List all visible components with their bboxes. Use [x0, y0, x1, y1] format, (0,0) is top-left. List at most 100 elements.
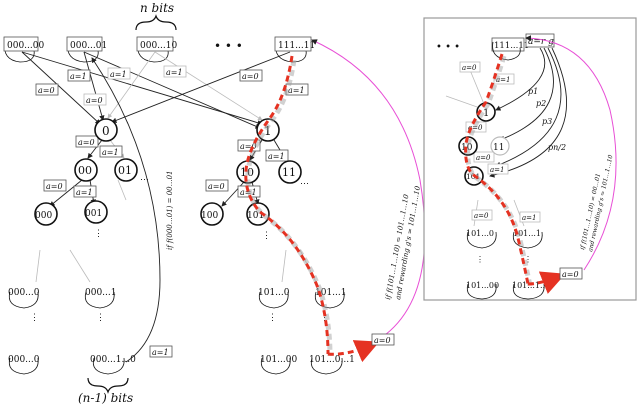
- edge-label-a1-4: a=1: [285, 83, 309, 96]
- lower-node-101-0: 101...0: [258, 288, 290, 309]
- svg-text:000...01: 000...01: [70, 41, 107, 51]
- edge-label-a1-7: a=1: [265, 149, 289, 162]
- top-node-000-01: 000...01: [66, 36, 107, 63]
- svg-text:000...1: 000...1: [85, 288, 117, 298]
- edge-label-a1-5: a=1: [99, 145, 123, 158]
- side-rotated-left: if f(000…01) = 00…01: [166, 170, 174, 250]
- svg-text:• • •: • • •: [436, 42, 460, 53]
- svg-text:111...11: 111...11: [278, 41, 315, 51]
- svg-text:a=1: a=1: [76, 188, 93, 197]
- top-node-000-00: 000...00: [3, 36, 44, 63]
- bottom-node-101-00: 101...00: [260, 355, 297, 375]
- svg-text:1: 1: [264, 124, 272, 138]
- tree-node-100: 100: [200, 202, 224, 226]
- n1-bits-brace: [87, 377, 129, 394]
- edge-label-a0-end: a=0: [371, 333, 395, 346]
- svg-text:⋯: ⋯: [140, 175, 149, 185]
- bottom-node-000-1-0: 000...1...0: [90, 355, 136, 375]
- tree-node-101: 101: [246, 202, 270, 226]
- n-bits-brace: [135, 14, 177, 31]
- svg-text:a=1: a=1: [522, 214, 537, 222]
- edge-label-a0-6: a=0: [237, 139, 261, 152]
- svg-text:⋮: ⋮: [96, 313, 105, 323]
- red-path-main: [244, 55, 330, 355]
- tree-node-01: 01: [114, 158, 138, 182]
- tree-node-001: 001: [84, 200, 108, 224]
- svg-text:101...0...1: 101...0...1: [309, 355, 355, 365]
- edge-label-a1-3: a=1: [163, 65, 187, 78]
- svg-text:a=0: a=0: [474, 212, 489, 220]
- svg-text:01: 01: [118, 164, 132, 177]
- svg-text:00: 00: [78, 164, 92, 177]
- tree-node-0: 0: [94, 118, 118, 142]
- inset-node-11: 11: [490, 136, 510, 156]
- svg-text:⋮: ⋮: [476, 255, 484, 264]
- svg-text:101...0: 101...0: [466, 229, 494, 238]
- svg-text:a=0: a=0: [468, 124, 483, 132]
- edge-label-a1-2: a=1: [107, 67, 131, 80]
- svg-text:a=0: a=0: [208, 182, 225, 191]
- svg-text:101: 101: [247, 211, 264, 221]
- svg-text:a=1: a=1: [110, 70, 127, 79]
- svg-text:000...0: 000...0: [8, 355, 40, 365]
- svg-text:a=1: a=1: [490, 166, 505, 174]
- svg-text:101...0: 101...0: [258, 288, 290, 298]
- svg-text:1: 1: [483, 108, 489, 119]
- pink-loop-arc: [311, 39, 426, 341]
- bottom-node-000-0: 000...0: [8, 355, 40, 375]
- edge-label-a0-5: a=0: [43, 179, 67, 192]
- svg-text:a=0: a=0: [242, 72, 259, 81]
- top-ellipsis: • • •: [214, 39, 243, 53]
- svg-text:10: 10: [240, 166, 254, 179]
- svg-text:101...1: 101...1: [513, 229, 541, 238]
- edge-label-a1-1: a=1: [67, 69, 91, 82]
- svg-text:a=1: a=1: [288, 86, 305, 95]
- edge-label-a0-7: a=0: [205, 179, 229, 192]
- tree-node-1: 1: [256, 118, 280, 142]
- svg-text:a=1: a=1: [240, 188, 257, 197]
- inset-arg-label: a=r g: [525, 33, 555, 48]
- svg-text:⋮: ⋮: [30, 313, 39, 323]
- inset-top-node: 111...11: [491, 37, 529, 61]
- inset-lower-101-1: 101...1: [512, 229, 543, 249]
- svg-text:001: 001: [85, 209, 102, 219]
- lower-node-000-0: 000...0: [8, 288, 40, 309]
- svg-text:101...00: 101...00: [260, 355, 297, 365]
- svg-text:a=0: a=0: [374, 336, 391, 345]
- edge-label-a0-4: a=0: [75, 135, 99, 148]
- svg-text:a=0: a=0: [462, 64, 477, 72]
- svg-text:a=0: a=0: [46, 182, 63, 191]
- edge-label-a1-6: a=1: [73, 185, 97, 198]
- svg-text:101...00: 101...00: [466, 281, 499, 290]
- svg-text:101...1: 101...1: [315, 288, 347, 298]
- top-node-111-11: 111...11: [274, 36, 315, 63]
- bottom-node-101-0-1: 101...0...1: [309, 355, 355, 375]
- svg-text:a=0: a=0: [476, 154, 491, 162]
- svg-text:a=0: a=0: [240, 142, 257, 151]
- edge-label-a0-2: a=0: [83, 93, 107, 106]
- svg-text:100: 100: [201, 211, 218, 221]
- red-path-end: [327, 340, 380, 363]
- svg-text:a=0: a=0: [562, 270, 579, 279]
- tree-node-11: 11: [278, 160, 302, 184]
- inset-lower-101-0: 101...0: [466, 229, 497, 249]
- svg-text:a=0: a=0: [86, 96, 103, 105]
- edge-label-a0-3: a=0: [239, 69, 263, 82]
- svg-text:p3: p3: [542, 117, 552, 126]
- svg-text:⋮: ⋮: [94, 229, 103, 239]
- tree-node-00: 00: [74, 158, 98, 182]
- svg-text:000...00: 000...00: [7, 41, 44, 51]
- n1-bits-label: (n-1) bits: [78, 391, 133, 405]
- svg-text:p1: p1: [528, 87, 538, 96]
- inset-bottom-101-00: 101...00: [466, 281, 499, 300]
- svg-text:a=1: a=1: [152, 348, 169, 357]
- svg-text:a=1: a=1: [268, 152, 285, 161]
- svg-text:⋮: ⋮: [524, 255, 532, 264]
- svg-text:a=1: a=1: [102, 148, 119, 157]
- tree-node-000: 000: [34, 202, 58, 226]
- svg-text:a=0: a=0: [78, 138, 95, 147]
- edge-label-a0-1: a=0: [35, 83, 59, 96]
- svg-text:⋮: ⋮: [268, 313, 277, 323]
- svg-text:000: 000: [35, 211, 52, 221]
- svg-text:⋯: ⋯: [300, 179, 309, 189]
